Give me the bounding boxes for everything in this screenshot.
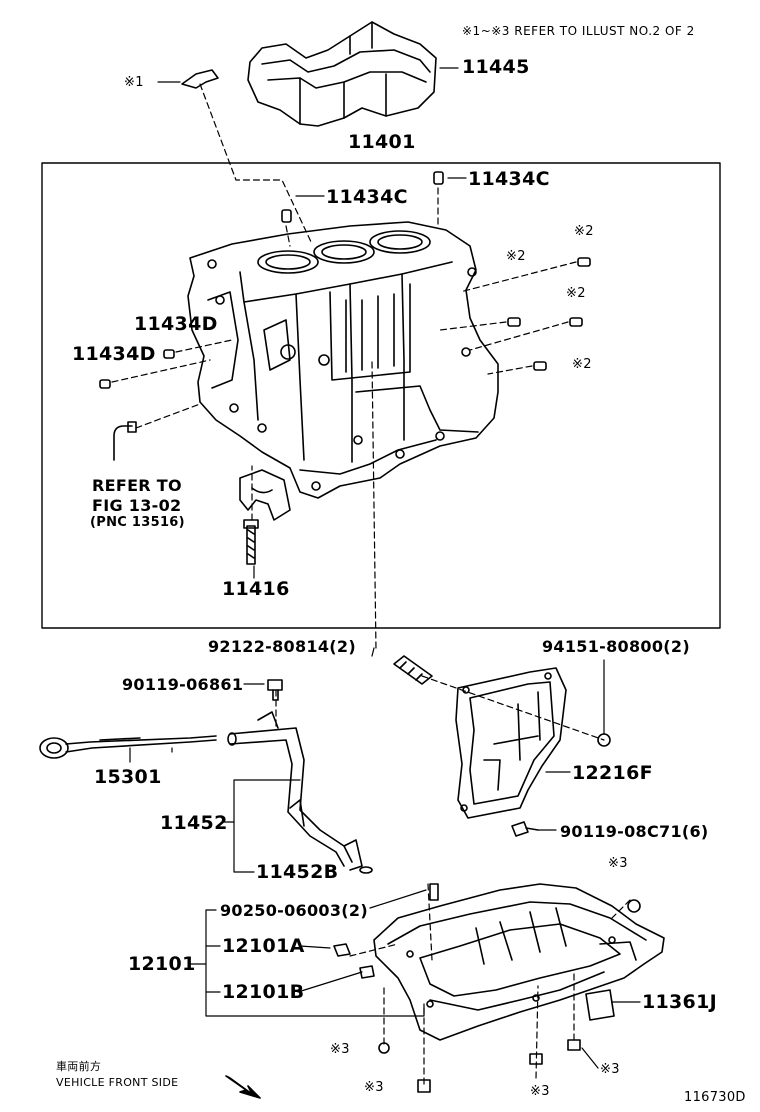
part-11452[interactable]: 11452: [160, 812, 228, 834]
part-11445[interactable]: 11445: [462, 56, 530, 78]
part-11434D-upper[interactable]: 11434D: [134, 313, 218, 335]
illustration-id: 116730D: [684, 1090, 746, 1105]
part-90250-06003[interactable]: 90250-06003(2): [220, 901, 368, 920]
dowel-pins: [99, 171, 591, 389]
stud-92122: [393, 655, 433, 685]
part-12101[interactable]: 12101: [128, 953, 196, 975]
refer-to-line2[interactable]: FIG 13-02: [92, 496, 182, 515]
cylinder-block-drawing: [187, 221, 499, 499]
illustration-reference-note: ※1~※3 REFER TO ILLUST NO.2 OF 2: [462, 24, 695, 38]
mark3-label-c: ※3: [600, 1062, 620, 1077]
mark3-label-e: ※3: [530, 1084, 550, 1099]
mark2-label-c: ※2: [566, 286, 586, 301]
part-15301[interactable]: 15301: [94, 766, 162, 788]
mark3-label-d: ※3: [364, 1080, 384, 1095]
vehicle-front-side-jp: 車両前方: [56, 1060, 102, 1073]
part-92122-80814[interactable]: 92122-80814(2): [208, 637, 356, 656]
vehicle-front-side-en: VEHICLE FRONT SIDE: [56, 1076, 179, 1089]
part-11434C-upper[interactable]: 11434C: [468, 168, 550, 190]
mark2-label-b: ※2: [506, 249, 526, 264]
part-90119-06861[interactable]: 90119-06861: [122, 675, 244, 694]
mark3-label-b: ※3: [330, 1042, 350, 1057]
insulator-11445-drawing: [247, 21, 437, 127]
mark2-label-a: ※2: [574, 224, 594, 239]
part-12216F[interactable]: 12216F: [572, 762, 653, 784]
clip-mark1: [181, 69, 219, 89]
part-11416[interactable]: 11416: [222, 578, 290, 600]
refer-to-line1: REFER TO: [92, 476, 182, 495]
mark3-label-a: ※3: [608, 856, 628, 871]
engine-block-group-frame: [41, 162, 721, 629]
bearing-cap-11416-drawing: [239, 469, 291, 565]
o-ring-11452B: [359, 866, 373, 874]
part-11434C-middle[interactable]: 11434C: [326, 186, 408, 208]
refer-to-line3: (PNC 13516): [90, 515, 185, 530]
dipstick-15301: [39, 735, 217, 759]
baffle-plate-12216F: [455, 667, 567, 819]
part-12101A[interactable]: 12101A: [222, 935, 305, 957]
part-94151-80800[interactable]: 94151-80800(2): [542, 637, 690, 656]
oil-pan-12101: [373, 883, 665, 1041]
part-11401[interactable]: 11401: [348, 131, 416, 153]
mark1-label: ※1: [124, 75, 144, 90]
part-11361J[interactable]: 11361J: [642, 991, 717, 1013]
part-11434D-lower[interactable]: 11434D: [72, 343, 156, 365]
part-12101B[interactable]: 12101B: [222, 981, 305, 1003]
part-11452B[interactable]: 11452B: [256, 861, 339, 883]
dipstick-guide-11452: [227, 711, 363, 871]
mark2-label-d: ※2: [572, 357, 592, 372]
part-90119-08C71[interactable]: 90119-08C71(6): [560, 822, 709, 841]
vehicle-front-arrow: [225, 1075, 261, 1099]
oil-jet-pipe: [113, 425, 133, 461]
